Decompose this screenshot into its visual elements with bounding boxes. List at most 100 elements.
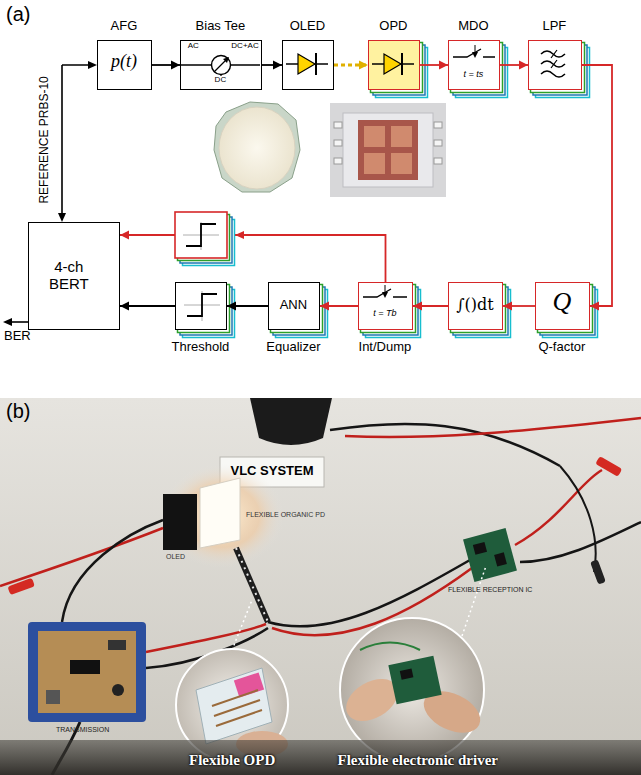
- node-text: t = Tb: [373, 308, 396, 318]
- opd-photo-part: [358, 120, 418, 180]
- photo-label: FLEXIBLE RECEPTION IC: [448, 586, 532, 594]
- q-factor-box: QQ-factor: [535, 282, 590, 330]
- photo-part: [0, 740, 641, 775]
- integrator-box: ∫()dt: [448, 282, 503, 330]
- photo-part: [520, 522, 641, 562]
- node-text: t = ts: [464, 69, 484, 79]
- photo-part: [345, 418, 641, 437]
- photo: [0, 398, 641, 775]
- reference-wire-part: [88, 61, 97, 69]
- oled-photo-part: [214, 102, 300, 192]
- int-dump-box: t = TbInt/Dump: [358, 282, 413, 330]
- oled-photo-part: [219, 107, 295, 189]
- photo-label: BER: [4, 329, 31, 344]
- node-heading: Equalizer: [266, 340, 320, 355]
- opd-photo-part: [391, 153, 412, 174]
- opd-photo-part: [434, 140, 442, 146]
- node-heading: AFG: [111, 19, 138, 34]
- opd-photo: [330, 103, 446, 197]
- box-symbol-part: [382, 292, 388, 298]
- photo-part: [590, 559, 606, 584]
- bias-tee-box: Bias TeeACDC+ACDC: [180, 40, 262, 90]
- photo-part: [108, 640, 126, 650]
- signal-connector: [334, 61, 368, 70]
- arrowhead: [273, 61, 282, 70]
- node-text: 4-ch BERT: [38, 258, 100, 293]
- box-symbol-part: [184, 291, 220, 321]
- box-symbol-part: [384, 54, 401, 74]
- box-symbol-part: [223, 57, 229, 63]
- opd-photo-part: [391, 126, 412, 147]
- signal-connector: [262, 61, 282, 70]
- photo-part: [463, 528, 517, 582]
- box-symbol-part: [401, 53, 403, 75]
- photo-part: [462, 566, 486, 636]
- filter-box: LPF: [528, 40, 582, 90]
- photo-part: [163, 494, 197, 550]
- box-symbol-part: [315, 53, 317, 75]
- photo-part: [212, 690, 262, 726]
- node-text: AC: [188, 41, 199, 50]
- node-text: DC: [215, 75, 227, 84]
- reference-wire-part: [62, 65, 92, 216]
- signal-connector: [420, 61, 448, 70]
- opd-photo-part: [334, 140, 342, 146]
- opd-photo-part: [330, 103, 446, 197]
- connector-line: [120, 235, 386, 282]
- opd-photo-part: [343, 113, 433, 187]
- bert-box: 4-ch BERT: [28, 222, 120, 330]
- photo-part: [250, 398, 332, 445]
- photo-part-part: [473, 542, 487, 555]
- photo-part-part: [463, 528, 517, 582]
- arrowhead: [120, 302, 129, 311]
- photo-label: Flexible OPD: [189, 752, 275, 769]
- ber-output-arrow-part: [3, 318, 12, 326]
- box-symbol-part: [453, 49, 495, 57]
- arrowhead: [171, 61, 180, 70]
- box-symbol-part: [187, 294, 217, 316]
- node-text: ∫()dt: [456, 296, 494, 314]
- photodetector-box: OPD: [368, 40, 420, 90]
- photo-part: [388, 656, 441, 705]
- oled-photo: [214, 102, 300, 192]
- connector-line: [582, 65, 612, 306]
- node-text: p(t): [111, 51, 137, 72]
- arrowhead: [503, 302, 512, 311]
- photo-part: [200, 478, 240, 548]
- photo-part: [46, 690, 60, 704]
- box-symbol-part: [298, 54, 315, 74]
- photo-part: [232, 600, 252, 650]
- opd-photo-part: [364, 126, 385, 147]
- photo-part: [236, 548, 268, 622]
- threshold-box-part: [186, 224, 216, 246]
- signal-connector: [413, 302, 448, 311]
- signal-label: REFERENCE PRBS-10: [37, 76, 51, 203]
- oled-box: OLED: [282, 40, 334, 90]
- box-symbol: [359, 283, 411, 328]
- arrowhead: [320, 302, 329, 311]
- arrowhead: [519, 61, 528, 70]
- node-heading: MDO: [458, 19, 488, 34]
- panel-letter: (a): [6, 3, 30, 26]
- box-symbol: [369, 41, 418, 88]
- reference-wire-part: [58, 213, 66, 222]
- node-text: DC+AC: [231, 41, 258, 50]
- node-text: ANN: [280, 298, 307, 313]
- photo-part: [560, 466, 596, 572]
- threshold-box: Threshold: [175, 282, 227, 330]
- arrowhead: [227, 302, 236, 311]
- ber-output-arrow: [3, 318, 28, 326]
- photo-label: FLEXIBLE ORGANIC PD: [246, 511, 325, 519]
- photo-label: VLC SYSTEM: [231, 464, 314, 479]
- signal-connector: [582, 65, 612, 311]
- opd-photo-part: [434, 158, 442, 164]
- photo-part: [62, 520, 163, 622]
- arrowhead: [439, 61, 448, 70]
- arrowhead: [413, 302, 422, 311]
- photo-part: [28, 622, 146, 722]
- reference-wire: [58, 61, 97, 222]
- signal-connector: [500, 61, 528, 70]
- photo-part: [7, 578, 35, 595]
